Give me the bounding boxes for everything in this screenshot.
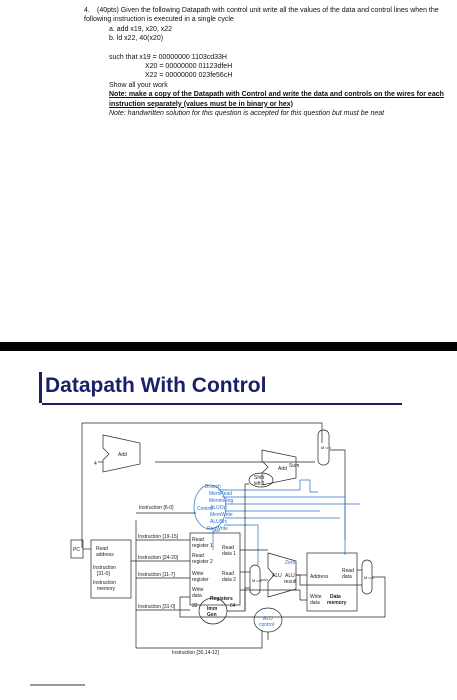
- i2420-label: Instruction [24-20]: [138, 555, 179, 561]
- dm-write-b: data: [310, 600, 320, 606]
- rr1-a: Read: [192, 537, 204, 543]
- show-work-text: Show all your work: [109, 81, 168, 89]
- sum-label: Sum: [289, 463, 299, 469]
- regwrite-label: RegWrite: [207, 526, 228, 532]
- registers-label: Registers: [210, 596, 233, 602]
- rd1-b: data 1: [222, 551, 236, 557]
- register-file: [189, 532, 241, 606]
- pc-feedback-wire: [81, 422, 323, 548]
- read-address-b: address: [96, 552, 114, 558]
- zero-label: Zero: [285, 560, 296, 566]
- register-x20: X20 = 00000000 01123dfeH: [145, 63, 233, 71]
- question-part-b: b. ld x22, 40(x20): [109, 35, 164, 43]
- slide-title-rule: [42, 403, 402, 405]
- branch-label: Branch: [205, 484, 221, 490]
- question-block: 4.(40pts) Given the following Datapath w…: [84, 6, 449, 118]
- slide-title-bar: [39, 372, 42, 403]
- alusrc-label: ALUSrc: [210, 519, 228, 525]
- control-label: Control: [197, 506, 213, 512]
- n64-label: 64: [230, 603, 236, 609]
- data-memory: [306, 552, 358, 612]
- add2-label: Add: [278, 466, 287, 472]
- wd-a: Write: [192, 587, 204, 593]
- mux-label-memtoreg: M u x: [364, 575, 374, 580]
- pc-label: PC: [73, 547, 80, 553]
- add-unit-2: [261, 449, 297, 486]
- instruction-a: Instruction: [93, 565, 116, 571]
- i3014-label: Instruction [30,14-12]: [172, 650, 220, 656]
- mux-label-alusrc: M u x: [252, 578, 262, 583]
- shift-label-a: Shift: [254, 475, 265, 481]
- memwrite-label: MemWrite: [210, 512, 233, 518]
- memtoreg-label: MemtoReg: [209, 498, 234, 504]
- i1915-label: Instruction [19-15]: [138, 534, 179, 540]
- read-address-a: Read: [96, 546, 108, 552]
- question-stem: 4.(40pts) Given the following Datapath w…: [84, 7, 439, 24]
- imm-a: Imm: [207, 606, 218, 612]
- note-text: Note: make a copy of the Datapath with C…: [109, 91, 444, 108]
- register-x22: X22 = 00000000 023fe56cH: [145, 72, 233, 80]
- rr2-b: register 2: [192, 559, 213, 565]
- bottom-line: [30, 684, 85, 686]
- alu-result-b: result: [284, 579, 297, 585]
- alu-label: ALU: [272, 573, 282, 579]
- alu-unit: [267, 552, 297, 598]
- add-unit-1: [102, 434, 141, 473]
- address-label: Address: [310, 574, 329, 580]
- note2-text: Note: handwritten solution for this ques…: [109, 110, 385, 118]
- rd2-a: Read: [222, 571, 234, 577]
- aluop-label: ALUOp: [210, 505, 227, 511]
- rd2-b: data 2: [222, 577, 236, 583]
- mux-out-wire: [330, 449, 346, 540]
- imem-a: Instruction: [93, 580, 116, 586]
- dm-write-a: Write: [310, 594, 322, 600]
- memread-label: MemRead: [209, 491, 232, 497]
- pc-mux: [317, 429, 330, 466]
- question-part-a: a. add x19, x20, x22: [109, 25, 173, 33]
- dmem-a: Data: [330, 594, 341, 600]
- i117-label: Instruction [11-7]: [138, 572, 175, 578]
- instruction-memory: [90, 539, 132, 599]
- mux-label-top: M u x: [321, 445, 331, 450]
- n32-label: 32: [192, 603, 198, 609]
- register-values: such that x19 = 00000000 1103cd33H X20 =…: [84, 53, 449, 81]
- dm-read-b: data: [342, 574, 352, 580]
- imem-b: memory: [97, 586, 116, 592]
- shift-label-b: left 1: [254, 481, 265, 487]
- alu-result-a: ALU: [285, 573, 295, 579]
- rr1-b: register 1: [192, 543, 213, 549]
- wd-b: data: [192, 593, 202, 599]
- rd1-a: Read: [222, 545, 234, 551]
- instruction-b: [31-0]: [97, 571, 110, 577]
- dm-read-a: Read: [342, 568, 354, 574]
- imm-b: Gen: [207, 612, 217, 618]
- shift-left-unit: [248, 472, 274, 488]
- control-unit: [193, 484, 227, 530]
- four-label: 4: [94, 461, 97, 467]
- aluc-a: ALU: [263, 616, 273, 622]
- dmem-b: memory: [327, 600, 347, 606]
- slide-title: Datapath With Control: [45, 374, 267, 397]
- wr-a: Write: [192, 571, 204, 577]
- page-separator: [0, 342, 457, 351]
- instr60-label: Instruction [6-0]: [139, 505, 174, 511]
- i310-label: Instruction [31-0]: [138, 604, 176, 610]
- aluc-b: control: [259, 622, 274, 628]
- add1-label: Add: [118, 452, 127, 458]
- wr-b: register: [192, 577, 209, 583]
- rr2-a: Read: [192, 553, 204, 559]
- register-x19: such that x19 = 00000000 1103cd33H: [109, 53, 227, 61]
